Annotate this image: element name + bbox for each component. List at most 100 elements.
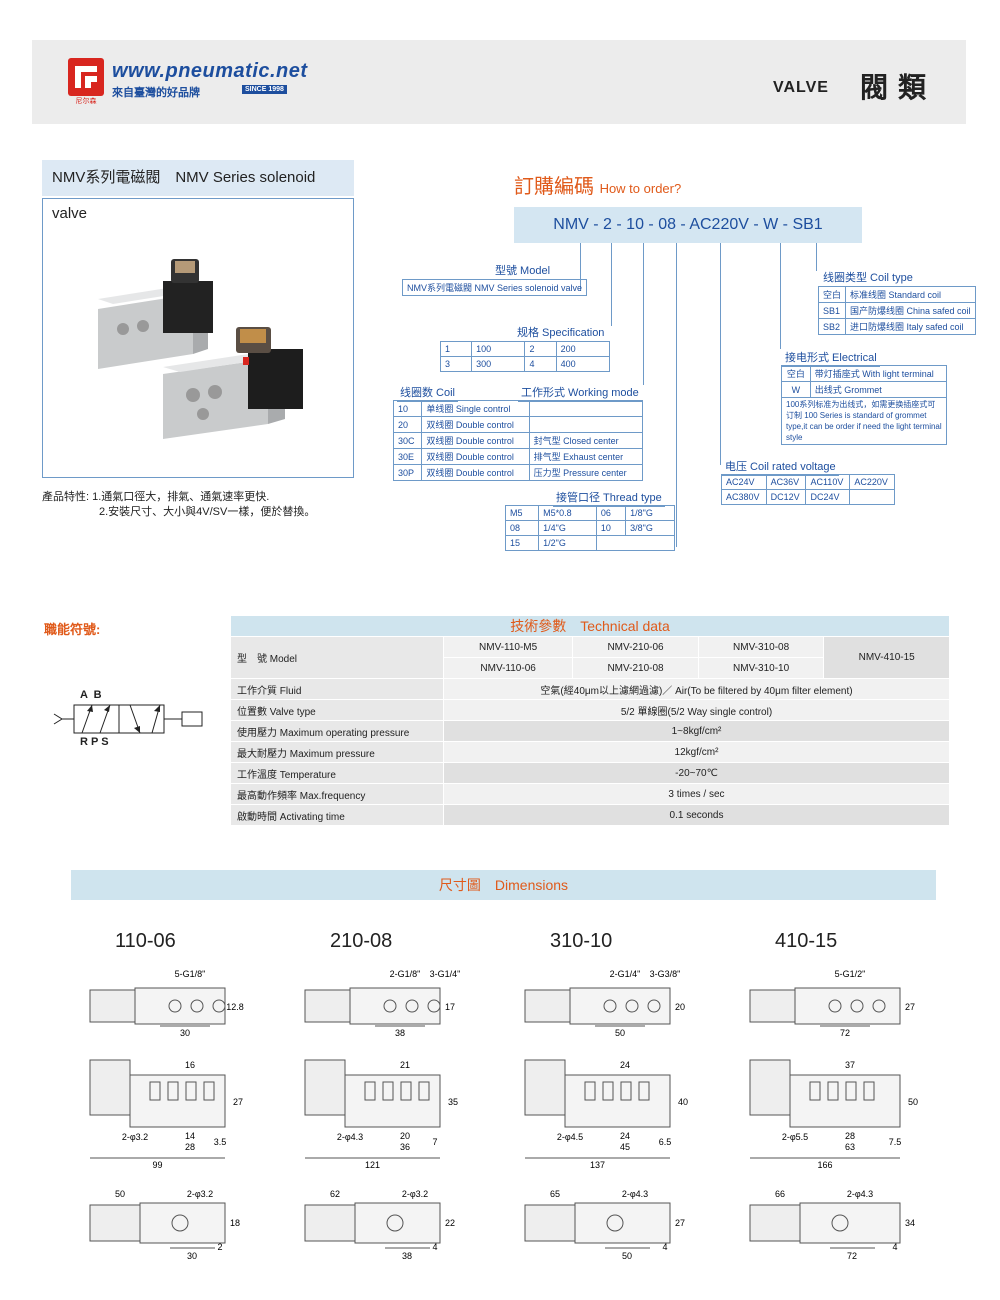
dimension-value: 28 — [845, 1131, 855, 1141]
port-callout: 5-G1/2" — [835, 969, 866, 979]
dimension-value: 4 — [662, 1242, 667, 1252]
coil-code: 10 — [392, 400, 423, 417]
thread-size: M5*0.8 — [538, 505, 597, 521]
electrical-desc: 带灯插座式 With light terminal — [809, 365, 948, 382]
spec-value: 400 — [555, 356, 611, 372]
coil-desc: 双线圈 Double control — [421, 416, 530, 433]
tech-model: NMV-110-M5 — [442, 636, 574, 658]
coil-type-desc: 进口防爆线圈 Italy safed coil — [845, 318, 976, 335]
port-callout: 2-G1/8" — [390, 969, 421, 979]
voltage-value: DC24V — [805, 489, 851, 505]
connector-line — [780, 243, 781, 349]
tech-model: NMV-310-10 — [697, 657, 825, 679]
coil-code: 30C — [392, 432, 423, 449]
brand-logo-icon — [68, 58, 104, 96]
dimension-value: 6.5 — [659, 1137, 672, 1147]
coil-type-desc: 标准线圈 Standard coil — [845, 286, 976, 303]
spec-value: 300 — [471, 356, 526, 372]
site-url: www.pneumatic.net — [112, 60, 308, 82]
function-symbol-title: 職能符號: — [44, 622, 101, 637]
feature-item: 2.安裝尺寸、大小與4V/SV一樣，便於替換。 — [99, 506, 316, 518]
dimension-value: 62 — [330, 1189, 340, 1199]
thread-code: 10 — [595, 520, 627, 536]
dimensions-title: 尺寸圖 Dimensions — [71, 870, 936, 900]
since-badge: SINCE 1998 — [242, 85, 287, 94]
section-title-en: VALVE — [773, 79, 829, 96]
order-title: 訂購編碼 How to order? — [514, 176, 682, 198]
spec-value: 200 — [555, 341, 611, 357]
voltage-value: AC220V — [849, 474, 895, 490]
thread-size: 1/2"G — [538, 535, 597, 551]
product-photo-frame — [42, 198, 354, 478]
tech-label: 工作溫度 Temperature — [230, 762, 444, 784]
tech-value: 12kgf/cm² — [443, 741, 950, 763]
dimension-value: 34 — [905, 1218, 915, 1228]
dimension-value: 45 — [620, 1142, 630, 1152]
tech-model: NMV-310-08 — [697, 636, 825, 658]
voltage-value: DC12V — [765, 489, 807, 505]
spec-code: 2 — [524, 341, 557, 357]
coil-type-label: 线圈类型 Coil type — [820, 269, 916, 287]
tech-label: 位置數 Valve type — [230, 699, 444, 721]
connector-line — [676, 243, 677, 547]
tech-model: NMV-210-06 — [572, 636, 699, 658]
tech-label: 工作介質 Fluid — [230, 678, 444, 700]
coil-type-code: 空白 — [817, 286, 847, 303]
connector-line — [720, 243, 721, 465]
dimension-value: 2 — [217, 1242, 222, 1252]
solenoid-valve-illustration — [98, 259, 303, 439]
dimension-value: 17 — [445, 1002, 455, 1012]
valve-symbol-icon — [53, 704, 203, 734]
dimension-value: 7.5 — [889, 1137, 902, 1147]
dimension-value: 27 — [233, 1097, 243, 1107]
tech-value: 0.1 seconds — [443, 804, 950, 826]
dimension-value: 65 — [550, 1189, 560, 1199]
dimension-value: 63 — [845, 1142, 855, 1152]
dimension-value: 38 — [402, 1251, 412, 1261]
dimension-value: 50 — [622, 1251, 632, 1261]
electrical-code: 空白 — [781, 365, 811, 382]
hole-callout: 2-φ3.2 — [402, 1189, 428, 1199]
tech-title: 技術參數 Technical data — [230, 615, 950, 637]
product-features: 產品特性: 1.通氣口徑大，排氣、通氣速率更快. 2.安裝尺寸、大小與4V/SV… — [42, 490, 315, 520]
dimension-value: 4 — [892, 1242, 897, 1252]
tech-value: -20~70℃ — [443, 762, 950, 784]
dimension-value: 22 — [445, 1218, 455, 1228]
hole-callout: 2-φ3.2 — [187, 1189, 213, 1199]
hole-callout: 2-φ4.3 — [847, 1189, 873, 1199]
tech-label: 最高動作頻率 Max.frequency — [230, 783, 444, 805]
tech-label: 最大耐壓力 Maximum pressure — [230, 741, 444, 763]
dimension-value: 99 — [152, 1160, 162, 1170]
connector-line — [816, 243, 817, 271]
tech-model: NMV-410-15 — [823, 636, 950, 679]
dimension-value: 18 — [230, 1218, 240, 1228]
spec-label: 规格 Specification — [514, 324, 608, 342]
dimension-value: 50 — [115, 1189, 125, 1199]
dimension-value: 27 — [675, 1218, 685, 1228]
thread-code: M5 — [504, 505, 540, 521]
thread-code: 08 — [504, 520, 540, 536]
port-callout: 3-G3/8" — [650, 969, 681, 979]
dimension-value: 20 — [400, 1131, 410, 1141]
dimension-value: 7 — [432, 1137, 437, 1147]
dimension-value: 40 — [678, 1097, 688, 1107]
coil-type-code: SB1 — [817, 302, 847, 319]
dimension-value: 72 — [847, 1251, 857, 1261]
dimension-value: 50 — [908, 1097, 918, 1107]
feature-item: 1.通氣口徑大，排氣、通氣速率更快. — [92, 491, 270, 503]
